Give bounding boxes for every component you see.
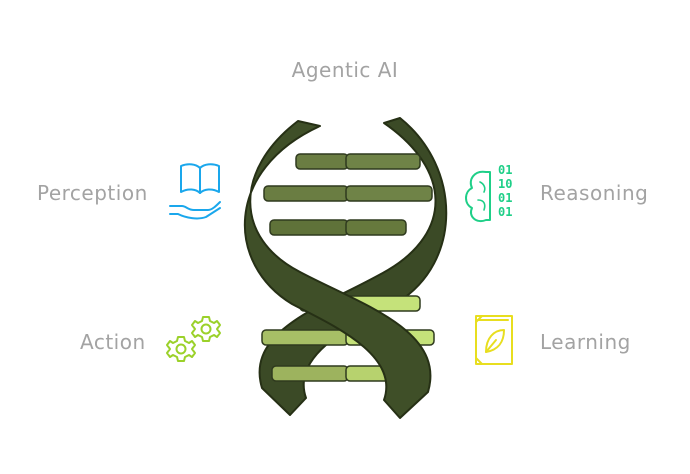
rung-1-left xyxy=(295,153,349,170)
diagram-title: Agentic AI xyxy=(291,58,399,82)
rung-5-left xyxy=(261,329,349,346)
reasoning-label: Reasoning xyxy=(540,181,649,205)
rung-3-left xyxy=(269,219,349,236)
binary-row-4: 01 xyxy=(498,205,512,219)
binary-row-3: 01 xyxy=(498,191,512,205)
helix-strand-front xyxy=(243,120,432,419)
rung-6-left xyxy=(271,365,349,382)
rung-2-right xyxy=(345,185,433,202)
binary-row-1: 01 xyxy=(498,163,512,177)
leaf-book-icon xyxy=(475,315,513,365)
binary-row-2: 10 xyxy=(498,177,512,191)
rung-1-right xyxy=(345,153,421,170)
open-book-hand-icon xyxy=(169,163,221,220)
learning-label: Learning xyxy=(540,330,631,354)
perception-label: Perception xyxy=(37,181,148,205)
gears-icon xyxy=(166,316,221,362)
rung-2-left xyxy=(263,185,349,202)
brain-binary-icon: 01 10 01 01 xyxy=(465,163,512,222)
rung-3-right xyxy=(345,219,407,236)
action-label: Action xyxy=(80,330,146,354)
